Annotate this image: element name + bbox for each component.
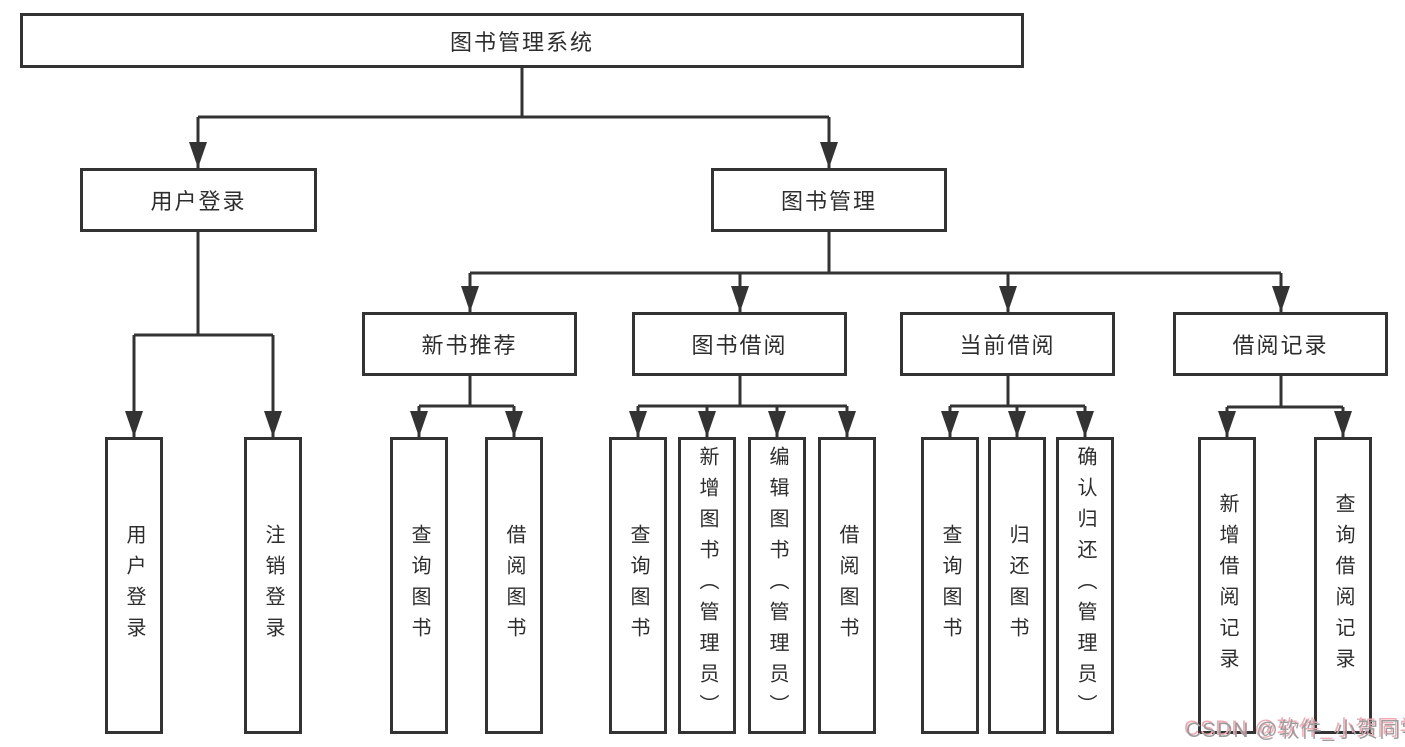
leaf-current-confirm-admin: 确认归还（管理员） — [1056, 437, 1114, 734]
node-module-new-book: 新书推荐 — [362, 312, 577, 376]
connector-current-to-leaves — [941, 376, 1094, 437]
leaf-logout: 注销登录 — [244, 437, 302, 734]
node-module-current-borrow: 当前借阅 — [900, 312, 1115, 376]
leaf-label: 借阅图书 — [836, 523, 858, 648]
leaf-borrow-book: 借阅图书 — [818, 437, 876, 734]
connector-login-to-leaves — [125, 232, 282, 437]
leaf-label: 用户登录 — [123, 523, 145, 648]
leaf-label: 新增图书（管理员） — [696, 446, 718, 725]
leaf-label: 查询图书 — [627, 523, 649, 648]
leaf-label: 查询借阅记录 — [1332, 492, 1354, 679]
leaf-label: 新增借阅记录 — [1216, 492, 1238, 679]
leaf-record-query: 查询借阅记录 — [1314, 437, 1372, 734]
leaf-label: 查询图书 — [939, 523, 961, 648]
connector-mgmt-to-modules — [461, 232, 1290, 312]
leaf-label: 确认归还（管理员） — [1074, 446, 1096, 725]
leaf-label: 编辑图书（管理员） — [766, 446, 788, 725]
node-book-mgmt-branch: 图书管理 — [711, 168, 947, 232]
node-root-system: 图书管理系统 — [20, 13, 1024, 68]
leaf-user-login: 用户登录 — [105, 437, 163, 734]
leaf-label: 查询图书 — [408, 523, 430, 648]
leaf-newbook-borrow: 借阅图书 — [485, 437, 543, 734]
leaf-record-add: 新增借阅记录 — [1198, 437, 1256, 734]
leaf-current-return: 归还图书 — [988, 437, 1046, 734]
connector-borrow-to-leaves — [629, 376, 856, 437]
node-module-book-borrow: 图书借阅 — [632, 312, 847, 376]
connector-root-to-level2 — [189, 68, 838, 168]
leaf-label: 注销登录 — [262, 523, 284, 648]
connector-newbook-to-leaves — [410, 376, 523, 437]
csdn-watermark: CSDN @软件_小贺同学 — [1186, 719, 1405, 742]
leaf-borrow-edit-admin: 编辑图书（管理员） — [748, 437, 806, 734]
node-module-borrow-records: 借阅记录 — [1173, 312, 1388, 376]
leaf-borrow-add-admin: 新增图书（管理员） — [678, 437, 736, 734]
leaf-newbook-query: 查询图书 — [390, 437, 448, 734]
node-user-login-branch: 用户登录 — [80, 168, 317, 232]
connector-records-to-leaves — [1218, 376, 1352, 437]
leaf-current-query: 查询图书 — [921, 437, 979, 734]
leaf-label: 归还图书 — [1006, 523, 1028, 648]
leaf-label: 借阅图书 — [503, 523, 525, 648]
leaf-borrow-query: 查询图书 — [609, 437, 667, 734]
